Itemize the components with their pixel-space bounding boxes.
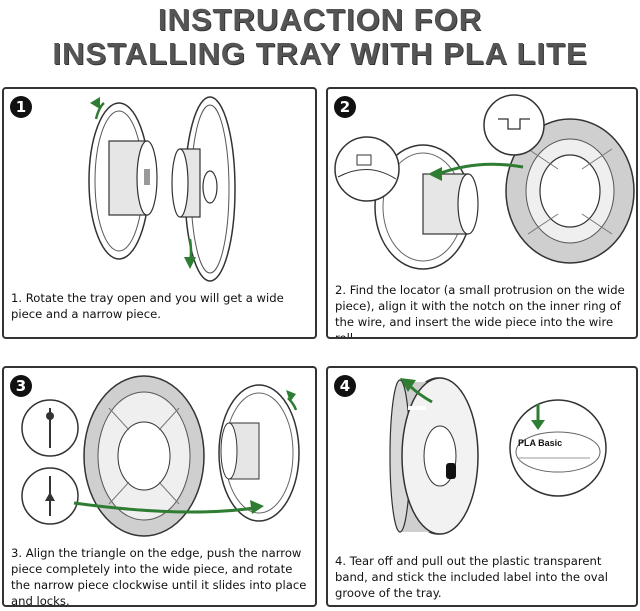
step-3-caption: 3. Align the triangle on the edge, push … xyxy=(11,545,311,607)
step-2-number-badge: 2 xyxy=(334,96,356,118)
step-2-caption: 2. Find the locator (a small protrusion … xyxy=(335,282,632,339)
step-4-illustration: PLA Basic xyxy=(328,368,636,550)
pla-basic-label: PLA Basic xyxy=(518,438,562,448)
step-1-illustration xyxy=(4,89,315,289)
step-3-illustration xyxy=(4,368,315,546)
step-1-caption: 1. Rotate the tray open and you will get… xyxy=(11,290,311,322)
step-3-number-badge: 3 xyxy=(10,375,32,397)
step-2-panel: 2 2. Find the locator (a small protrusio… xyxy=(326,87,638,339)
step-1-panel: 1 1. Rotate the tray open and you will g… xyxy=(2,87,317,339)
page-title-line-1: INSTRUACTION FOR xyxy=(0,2,640,38)
step-4-panel: PLA Basic 4 4. Tear off and pull out the… xyxy=(326,366,638,607)
page-title-line-2: INSTALLING TRAY WITH PLA LITE xyxy=(0,36,640,72)
step-1-number-badge: 1 xyxy=(10,96,32,118)
step-3-panel: 3 3. Align the triangle on the edge, pus… xyxy=(2,366,317,607)
step-4-caption: 4. Tear off and pull out the plastic tra… xyxy=(335,553,632,601)
step-4-number-badge: 4 xyxy=(334,375,356,397)
step-2-illustration xyxy=(328,89,636,281)
